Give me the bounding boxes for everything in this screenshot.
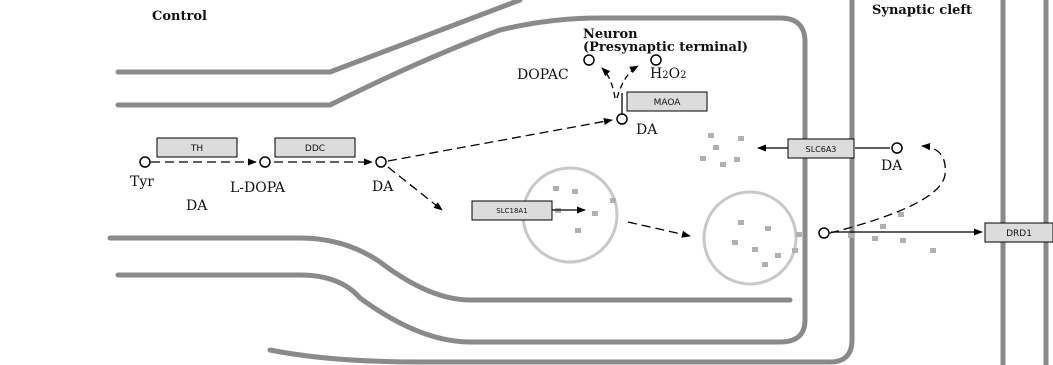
gene-label-slc6a3: SLC6A3 — [806, 145, 837, 154]
label-h2o2: H2O2 — [650, 66, 686, 82]
gene-label-ddc: DDC — [305, 144, 325, 154]
label-tyr: Tyr — [130, 174, 154, 190]
edge-da-maoa — [388, 120, 612, 161]
gene-box-ddc[interactable]: DDC — [275, 138, 355, 157]
compound-node-da-release[interactable] — [819, 228, 829, 238]
gene-label-drd1: DRD1 — [1006, 229, 1032, 239]
label-da-axon: DA — [372, 179, 394, 195]
gene-label-th: TH — [190, 144, 203, 154]
gene-box-drd1[interactable]: DRD1 — [985, 223, 1053, 242]
gene-label-slc18a1: SLC18A1 — [496, 207, 527, 215]
compound-node-da-cleft[interactable] — [892, 143, 902, 153]
gene-box-slc18a1[interactable]: SLC18A1 — [472, 201, 552, 220]
inner-membrane-upper — [118, 18, 805, 342]
inner-membrane-lower — [110, 238, 790, 300]
compound-node-da-maoa[interactable] — [617, 114, 627, 124]
label-da-cleft: DA — [881, 158, 903, 174]
label-l-dopa: L-DOPA — [230, 180, 286, 196]
edge-da-slc18a1 — [388, 167, 442, 210]
compound-node-dopac[interactable] — [584, 55, 594, 65]
header-synaptic-cleft: Synaptic cleft — [872, 3, 972, 18]
label-da-maoa: DA — [636, 122, 658, 138]
postsynaptic-membrane — [1003, 0, 1046, 365]
compound-node-tyr[interactable] — [140, 157, 150, 167]
label-dopac: DOPAC — [517, 67, 569, 83]
edge-maoa-dopac — [602, 68, 615, 98]
gene-box-slc6a3[interactable]: SLC6A3 — [788, 139, 854, 158]
edge-vesicle-vesicle — [628, 222, 690, 236]
label-da-outside: DA — [186, 198, 208, 214]
compound-node-da-axon[interactable] — [376, 157, 386, 167]
gene-label-maoa: MAOA — [654, 98, 682, 108]
vesicle-docked — [704, 192, 802, 284]
gene-box-th[interactable]: TH — [157, 138, 237, 157]
header-control: Control — [152, 9, 207, 24]
header-presynaptic-terminal: (Presynaptic terminal) — [583, 40, 748, 55]
compound-node-l-dopa[interactable] — [260, 157, 270, 167]
compound-node-h2o2[interactable] — [651, 55, 661, 65]
gene-box-maoa[interactable]: MAOA — [627, 92, 707, 111]
